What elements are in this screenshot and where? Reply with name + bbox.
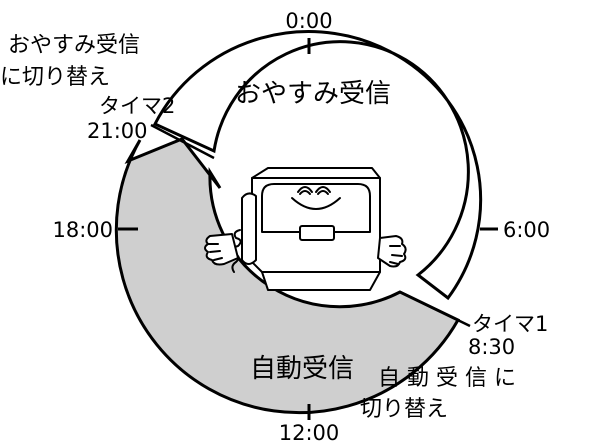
clock-label-0: 0:00 (285, 9, 332, 33)
timer2-pointer (150, 123, 215, 160)
auto-mode-arrow-band (114, 137, 461, 415)
clock-label-6: 6:00 (503, 218, 550, 242)
auto-mode-zone-label: 自動受信 (250, 354, 354, 384)
timer2-switch-line2: に切り替え (0, 65, 110, 90)
clock-ticks (118, 38, 498, 420)
timer2-switch-line1: おやすみ受信 (8, 33, 140, 58)
clock-label-12: 12:00 (279, 421, 340, 442)
timer1-name: タイマ1 (472, 312, 548, 336)
timer2-name: タイマ2 (99, 94, 175, 118)
timer1-pointer (399, 290, 471, 328)
clock-label-18: 18:00 (52, 218, 113, 242)
timer2-time: 21:00 (87, 119, 148, 143)
timer1-switch-line1: 自 動 受 信 に (378, 366, 516, 391)
fax-machine-mascot-icon (204, 167, 407, 291)
night-mode-zone-label: おやすみ受信 (235, 79, 391, 109)
night-mode-ring (152, 30, 483, 301)
timer1-switch-line2: 切り替え (360, 397, 448, 422)
timer1-time: 8:30 (468, 335, 515, 359)
